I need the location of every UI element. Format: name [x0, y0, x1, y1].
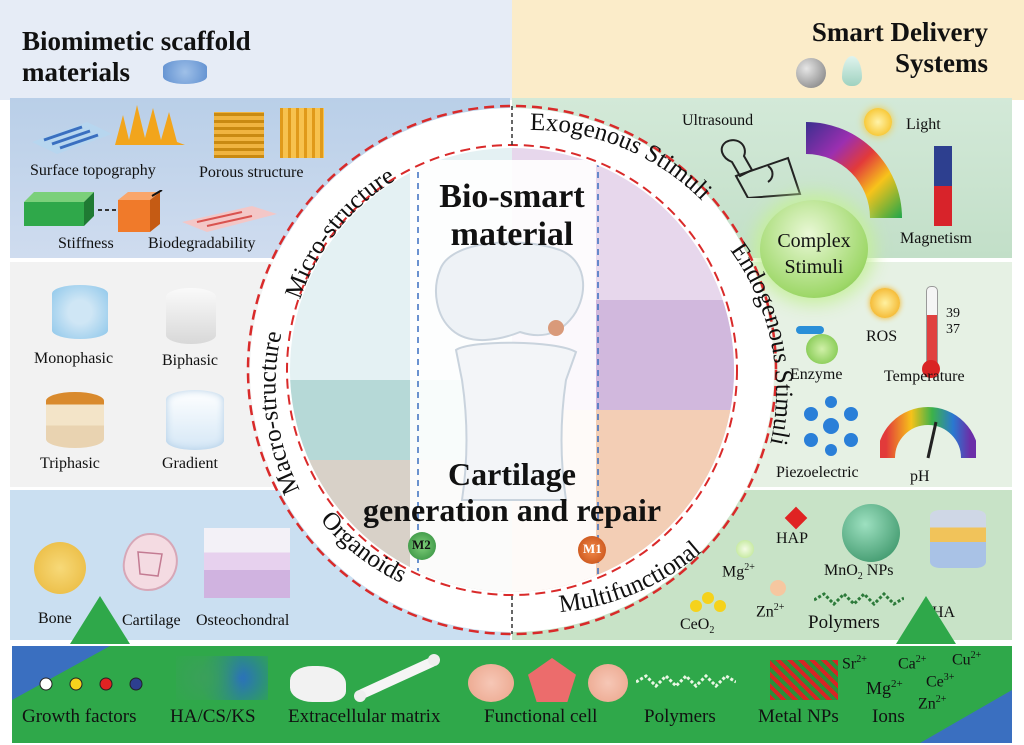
- extracellular-matrix-icon: [290, 666, 346, 702]
- center-title: Bio-smart material: [439, 178, 585, 253]
- label-bone: Bone: [38, 610, 72, 627]
- label-ha-cs-ks: HA/CS/KS: [170, 706, 256, 727]
- label-osteochondral: Osteochondral: [196, 612, 290, 629]
- osteochondral-organoid-icon: [204, 528, 290, 598]
- label-triphasic: Triphasic: [40, 455, 100, 472]
- thermo-low-label: 37: [946, 322, 960, 337]
- m2-label: M2: [412, 537, 431, 552]
- mno2-sphere-icon: [842, 504, 900, 562]
- label-temperature: Temperature: [884, 368, 965, 385]
- complex-stimuli-orb: [760, 200, 868, 298]
- light-spectrum-icon: [806, 122, 902, 218]
- right-header-panel: [512, 0, 1024, 100]
- label-monophasic: Monophasic: [34, 350, 114, 367]
- polymer-chain-icon: [814, 591, 904, 607]
- cell-icon-1: [468, 664, 514, 702]
- label-piezoelectric: Piezoelectric: [776, 464, 859, 481]
- label-polymers-right: Polymers: [808, 612, 880, 633]
- label-biphasic: Biphasic: [162, 352, 218, 369]
- thermometer-bulb: [922, 360, 940, 378]
- label-magnetism: Magnetism: [900, 230, 972, 247]
- left-header-title: Biomimetic scaffold materials: [22, 26, 251, 87]
- label-mg: Mg2+: [722, 562, 755, 581]
- label-mno2: MnO2 NPs: [824, 562, 894, 583]
- cartilage-organoid-icon: [122, 532, 178, 592]
- porous-spike-icon: [115, 105, 185, 145]
- label-enzyme: Enzyme: [790, 366, 843, 383]
- ion-ca: Ca2+: [898, 654, 927, 673]
- magnet-icon: [934, 146, 952, 226]
- stiffness-cube-icon: [118, 190, 163, 232]
- surface-topography-icon: [32, 122, 112, 154]
- label-porous-structure: Porous structure: [199, 164, 304, 181]
- ceo2-molecule-icon: [690, 592, 726, 612]
- biodegradability-icon: [182, 206, 277, 232]
- bone-organoid-icon: [34, 542, 86, 594]
- right-header-title: Smart Delivery Systems: [811, 17, 988, 78]
- protein-structure-icon: [176, 656, 268, 700]
- label-ultrasound: Ultrasound: [682, 112, 754, 129]
- left-green-triangle: [70, 596, 130, 644]
- label-extracellular-matrix: Extracellular matrix: [288, 706, 441, 727]
- label-ros: ROS: [866, 328, 898, 345]
- ultrasound-probe-icon: [720, 139, 802, 198]
- center-bottom-title: Cartilage generation and repair: [362, 456, 662, 528]
- ion-mg: Mg2+: [866, 678, 903, 698]
- bone-icon: [354, 654, 440, 702]
- triphasic-scaffold-icon: [46, 392, 104, 448]
- cell-icon-3: [588, 664, 628, 702]
- knee-joint-illustration: [435, 241, 584, 501]
- complex-stimuli-label: Complex Stimuli: [777, 230, 851, 278]
- label-hap: HAP: [776, 530, 809, 547]
- thermo-high-label: 39: [946, 306, 960, 321]
- m2-macrophage-icon: [408, 532, 436, 560]
- label-metal-nps: Metal NPs: [758, 706, 839, 727]
- ion-sr: Sr2+: [842, 654, 867, 673]
- m1-label: M1: [583, 541, 602, 556]
- layered-scaffold-icon: [930, 510, 986, 568]
- growth-factor-dots-icon: [39, 677, 143, 691]
- metal-nps-icon: [770, 660, 838, 700]
- scaffold-cylinder-icon: [163, 60, 207, 84]
- label-biodegradability: Biodegradability: [148, 235, 256, 252]
- sun-icon: [864, 108, 892, 136]
- label-gradient: Gradient: [162, 455, 218, 472]
- polymer-bottom-icon: [636, 673, 736, 689]
- label-ph: pH: [910, 468, 930, 485]
- left-header-panel: [0, 0, 512, 100]
- stiffness-block-icon: [24, 192, 128, 226]
- porous-cube-icon-2: [280, 108, 324, 158]
- label-ceo2: CeO2: [680, 616, 715, 637]
- ion-cu: Cu2+: [952, 650, 982, 669]
- enzyme-icon: [806, 334, 838, 364]
- biphasic-scaffold-icon: [166, 288, 216, 344]
- label-zn: Zn2+: [756, 602, 785, 621]
- piezoelectric-icon: [804, 396, 858, 456]
- label-polymers-bottom: Polymers: [644, 706, 716, 727]
- right-green-triangle: [896, 596, 956, 644]
- mg-ion-icon: [736, 540, 754, 558]
- porous-cube-icon-1: [214, 112, 264, 158]
- gradient-scaffold-icon: [166, 390, 224, 450]
- label-ions: Ions: [872, 706, 905, 727]
- ion-ce: Ce3+: [926, 672, 955, 691]
- label-cartilage: Cartilage: [122, 612, 181, 629]
- label-growth-factors: Growth factors: [22, 706, 137, 727]
- ph-gauge-icon: [880, 407, 976, 459]
- enzyme-arrow: [796, 326, 824, 334]
- label-stiffness: Stiffness: [58, 235, 114, 252]
- zn-ion-icon: [770, 580, 786, 596]
- ion-zn: Zn2+: [918, 694, 947, 713]
- label-light: Light: [906, 116, 941, 133]
- nanoparticle-sphere-icon: [796, 58, 826, 88]
- label-functional-cell: Functional cell: [484, 706, 598, 727]
- monophasic-scaffold-icon: [52, 285, 108, 339]
- m1-macrophage-icon: [578, 536, 606, 564]
- droplet-icon: [842, 56, 862, 86]
- label-surface-topography: Surface topography: [30, 162, 156, 179]
- ros-sun-icon: [870, 288, 900, 318]
